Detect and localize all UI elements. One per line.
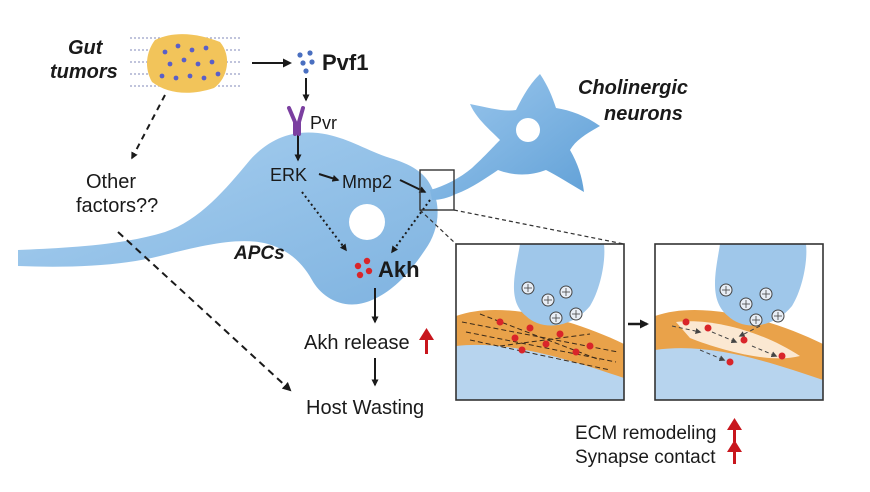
label-mmp2: Mmp2 [342,172,393,192]
arrow-tumor-to-other-dashed [131,94,166,160]
label-other: Other [86,171,137,193]
akh-dots-icon [354,257,373,279]
label-tumors: tumors [50,61,118,83]
pvr-receptor-icon [287,106,305,136]
label-akh: Akh [378,257,420,282]
zoom-panel-before [455,243,625,401]
label-cholinergic: Cholinergic [578,77,689,99]
arrow-erk-to-akh-dotted [301,191,347,252]
label-factors: factors?? [76,195,159,217]
zoom-panel-after [654,243,824,401]
arrow-erk-to-mmp2 [318,173,340,182]
ecm-remodeling-up-arrow-icon [727,418,742,442]
akh-release-up-arrow-icon [419,328,434,354]
label-pvr: Pvr [310,113,337,133]
label-erk: ERK [270,165,308,185]
synapse-highlight-box [419,169,455,211]
arrow-mmp2-to-synapse [399,179,427,193]
zoom-guide-left [419,209,457,245]
label-pvf1: Pvf1 [322,50,369,75]
gut-tumor-tissue [130,30,240,93]
arrow-other-to-wasting-dashed [117,231,292,392]
zoom-guide-right [453,209,625,245]
pvf1-dots-icon [297,50,315,74]
label-akh-release: Akh release [304,332,410,354]
neuron-nucleus [516,118,540,142]
apc-nucleus [349,204,385,240]
label-apcs: APCs [234,243,285,264]
label-ecm-remodeling: ECM remodeling [575,423,717,444]
label-synapse-contact: Synapse contact [575,447,716,468]
arrow-synapse-to-akh-dotted [391,199,431,254]
cholinergic-neuron [430,74,600,200]
synapse-contact-up-arrow-icon [727,440,742,464]
label-neurons: neurons [604,103,683,125]
label-host-wasting: Host Wasting [306,397,425,419]
label-gut: Gut [68,37,103,59]
